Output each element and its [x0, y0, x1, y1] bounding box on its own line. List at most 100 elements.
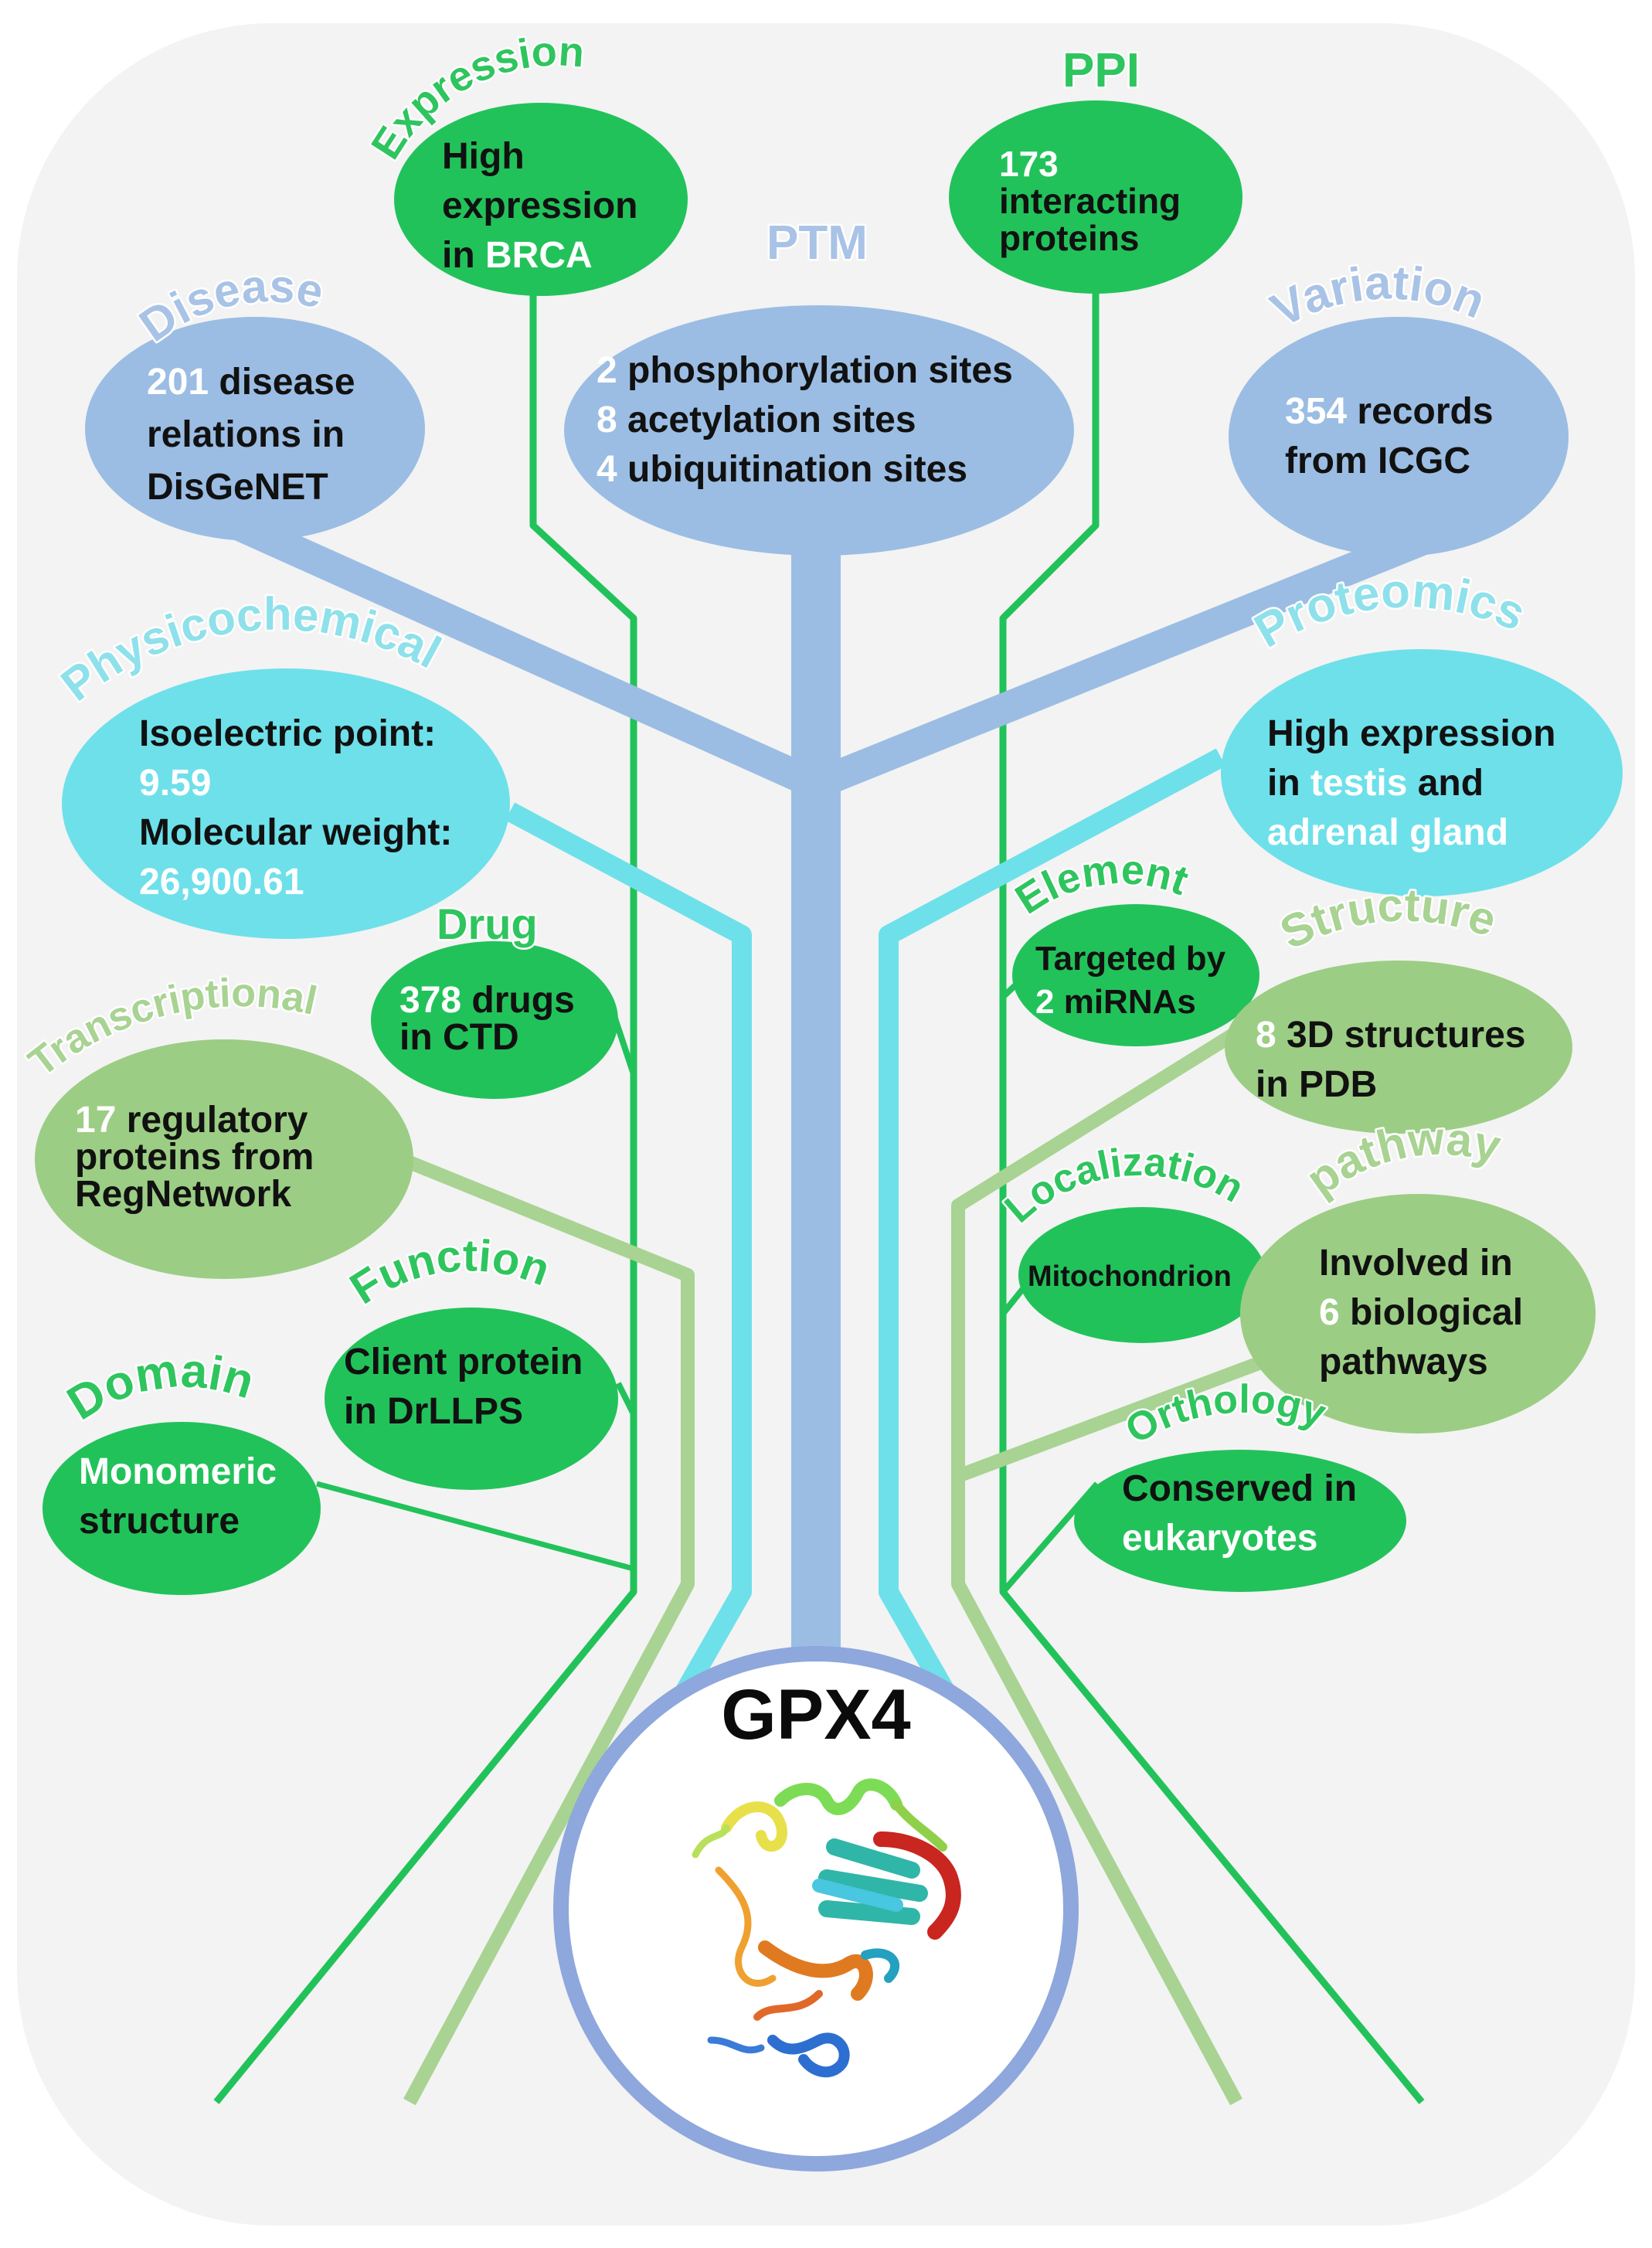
node-text: 354 records from ICGC [1285, 391, 1494, 481]
center-circle [553, 1646, 1079, 2171]
highlight-value: 17 [75, 1100, 116, 1141]
node-label: PPI [1062, 44, 1140, 97]
node-ellipse [35, 1039, 413, 1279]
body-text: in PDB [1256, 1064, 1377, 1105]
center-node[interactable]: GPX4 [553, 1646, 1079, 2171]
branch-line [951, 1022, 1248, 2106]
body-text: RegNetwork [75, 1174, 291, 1215]
branch-line [879, 748, 1226, 1706]
node-ellipse [564, 305, 1074, 556]
body-text: regulatory [116, 1100, 308, 1141]
body-text: in [442, 235, 485, 276]
node-ellipse [62, 668, 510, 939]
body-text: in DrLLPS [344, 1391, 523, 1432]
highlight-value: testis [1310, 763, 1407, 804]
branch-line [615, 1382, 637, 1416]
highlight-value: 8 [1256, 1015, 1276, 1056]
highlight-value: 9.59 [139, 763, 211, 804]
protein-structure-icon [692, 1778, 961, 2078]
branch-line [399, 1152, 695, 2106]
body-text: ubiquitination sites [617, 449, 967, 490]
branch-line [213, 246, 637, 2104]
node-ellipse [1240, 1194, 1596, 1433]
highlight-value: Monomeric [79, 1451, 277, 1492]
body-text: Molecular weight: [139, 812, 452, 853]
body-text: DisGeNET [147, 467, 328, 508]
highlight-value: eukaryotes [1122, 1518, 1317, 1559]
branch-line [955, 1353, 1270, 1483]
body-text: in CTD [399, 1017, 519, 1058]
body-text: 3D structures [1276, 1015, 1526, 1056]
body-text: acetylation sites [617, 400, 916, 440]
node-text: Mitochondrion [1028, 1260, 1232, 1293]
highlight-value: 2 [1035, 983, 1054, 1021]
node-ellipse [1074, 1450, 1406, 1592]
body-text: from ICGC [1285, 440, 1470, 481]
body-text: Isoelectric point: [139, 713, 436, 754]
body-text: phosphorylation sites [617, 350, 1013, 391]
node-ellipse [1018, 1207, 1266, 1343]
node-text: High expression in testis and adrenal glan… [1267, 713, 1555, 853]
node-ellipse [949, 100, 1242, 294]
node-ellipse [325, 1308, 618, 1490]
branch-lines [213, 246, 1436, 2106]
highlight-value: adrenal gland [1267, 812, 1508, 853]
branch-line [316, 1481, 634, 1572]
body-text: Conserved in [1122, 1468, 1357, 1509]
node-ellipse [1229, 317, 1569, 556]
body-text: proteins [999, 218, 1139, 258]
node-text: Conserved in eukaryotes [1122, 1468, 1357, 1559]
node-text: Monomeric structure [79, 1451, 277, 1542]
highlight-value: 354 [1285, 391, 1347, 432]
body-text: pathways [1319, 1342, 1488, 1382]
node-ellipse [371, 941, 618, 1099]
body-text: Targeted by [1035, 940, 1226, 978]
branch-line [810, 522, 1436, 799]
highlight-value: BRCA [485, 235, 593, 276]
node-ellipse [1012, 904, 1259, 1046]
body-text: disease [209, 362, 355, 403]
center-title: GPX4 [721, 1675, 910, 1754]
node-text: 8 3D structures in PDB [1256, 1015, 1525, 1105]
body-text: structure [79, 1501, 240, 1542]
highlight-value: 6 [1319, 1292, 1340, 1333]
highlight-value: 2 [597, 350, 617, 391]
highlight-value: 378 [399, 980, 461, 1021]
body-text: in [1267, 763, 1310, 804]
body-text: relations in [147, 414, 345, 455]
highlight-value: 201 [147, 362, 209, 403]
body-text: expression [442, 185, 637, 226]
body-text: drugs [461, 980, 575, 1021]
highlight-value: 26,900.61 [139, 862, 304, 903]
body-text: and [1407, 763, 1484, 804]
branch-line [999, 246, 1425, 2104]
body-text: records [1347, 391, 1493, 432]
highlight-value: 173 [999, 144, 1059, 184]
node-label: Drug [437, 900, 538, 948]
body-text: High expression [1267, 713, 1555, 754]
highlight-value: 8 [597, 400, 617, 440]
branch-line [233, 511, 823, 799]
node-ellipse [394, 103, 688, 296]
body-text: Involved in [1319, 1243, 1513, 1284]
body-text: interacting [999, 181, 1181, 221]
body-text: Mitochondrion [1028, 1260, 1232, 1293]
node-ellipse [1225, 961, 1572, 1134]
highlight-value: 4 [597, 449, 617, 490]
node-label: PTM [767, 216, 868, 270]
